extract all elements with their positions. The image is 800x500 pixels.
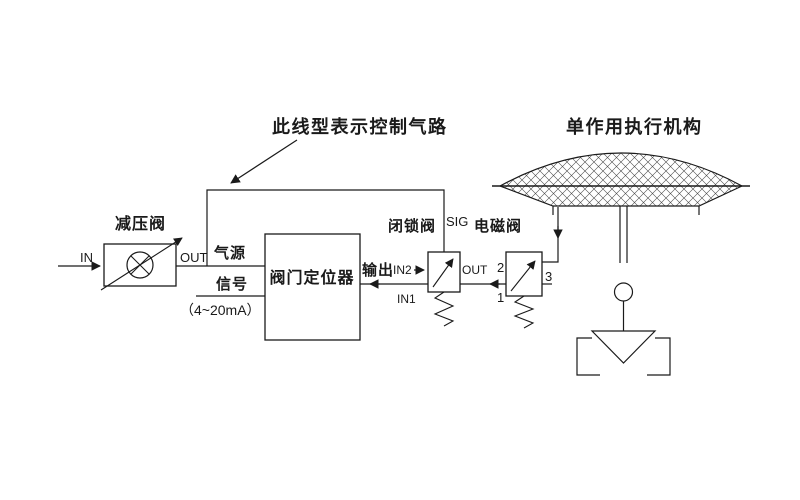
lockup-flow-path-icon [432,258,454,288]
reducing-valve-in-label: IN [80,250,93,265]
actuator-feed-line [542,207,559,263]
valve-body-right-bracket [647,337,671,376]
port2-label: 2 [497,260,504,275]
signal-range-label: （4~20mA） [180,302,261,318]
annotation-leader-arrow [230,139,298,184]
lockup-valve: 闭锁阀 SIG IN2 IN1 OUT [388,214,488,327]
reducing-valve-body [103,243,177,287]
control-line-annotation: 此线型表示控制气路 [230,116,448,184]
valve-body-left-bracket [576,337,600,376]
sig-port-label: SIG [446,214,468,229]
lockup-spring-icon [433,291,455,327]
reducing-valve: 减压阀 IN OUT [80,214,208,291]
in2-port-label: IN2 [393,263,412,277]
solenoid-spring-icon [513,295,535,329]
in1-port-label: IN1 [397,292,416,306]
control-line-note-label: 此线型表示控制气路 [272,116,448,137]
actuator-title: 单作用执行机构 [566,116,703,137]
reducing-valve-label: 减压阀 [115,214,166,233]
solenoid-flow-path-icon [510,260,536,292]
actuator-assembly: 单作用执行机构 [492,116,750,376]
air-supply-label: 气源 [213,244,246,262]
reducing-valve-out-label: OUT [180,250,208,265]
diaphragm-case-icon [498,152,744,207]
piping [58,189,563,297]
port3-label: 3 [545,269,552,284]
solenoid-valve: 电磁阀 2 1 3 [474,217,552,329]
positioner-label: 阀门定位器 [269,268,354,287]
signal-label: 信号 [216,275,248,293]
solenoid-valve-label: 电磁阀 [474,217,522,235]
valve-positioner: 气源 信号 （4~20mA） 阀门定位器 输出 [180,233,394,341]
reducing-valve-element-icon [126,251,154,279]
port1-label: 1 [497,290,504,305]
stem-connector-icon [613,282,634,302]
control-air-line [206,189,445,266]
lockup-out-port-label: OUT [462,263,488,277]
positioner-body [264,233,361,341]
adjustment-arrow-icon [100,237,183,291]
output-label: 输出 [362,261,394,279]
lockup-valve-label: 闭锁阀 [388,217,436,235]
valve-plug-icon [590,330,657,364]
